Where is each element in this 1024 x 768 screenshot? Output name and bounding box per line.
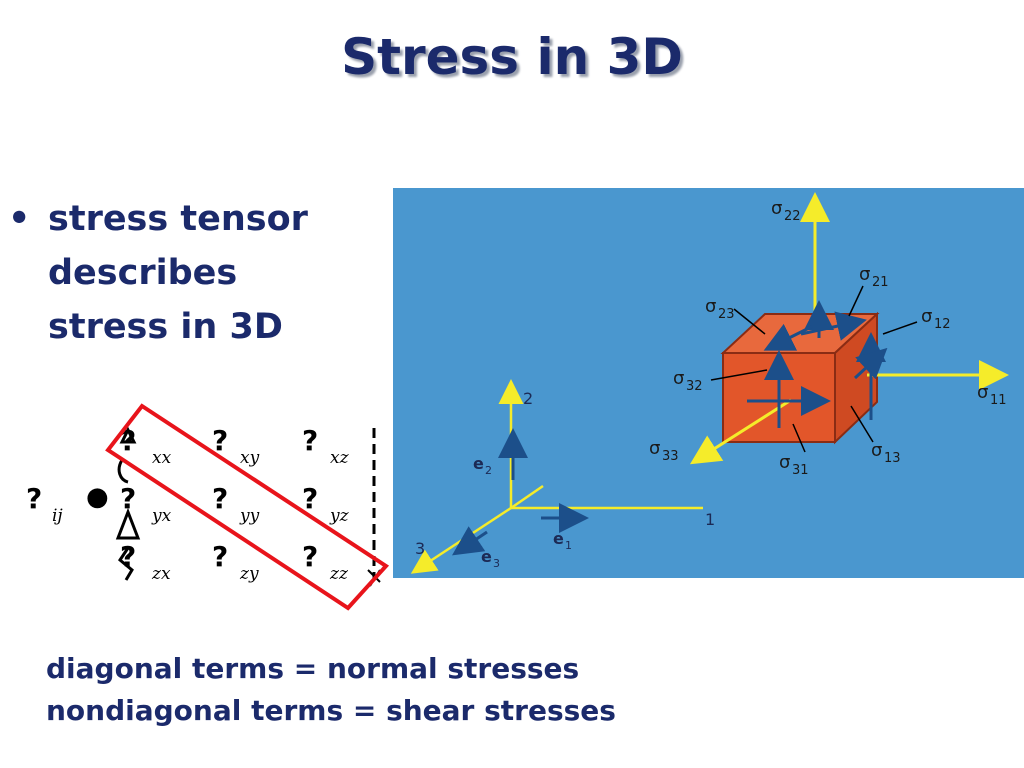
sigma-xy-glyph: ?: [212, 424, 229, 457]
sigma21-symbol: σ: [859, 264, 870, 285]
footer-notes: diagonal terms = normal stresses nondiag…: [46, 648, 616, 732]
sigma31-symbol: σ: [779, 452, 790, 473]
left-bracket-glyphs: [115, 426, 141, 581]
sigma-zz-glyph: ?: [302, 540, 319, 573]
sigma11-symbol: σ: [977, 382, 988, 403]
sub-xy: xy: [240, 448, 260, 468]
sigma-yz-glyph: ?: [302, 482, 319, 515]
stress-cube-svg: 1 2 3 e 1 e 2 e 3: [410, 192, 1009, 574]
slide-title: Stress in 3D: [341, 28, 683, 86]
e3-label: e: [481, 547, 492, 566]
equals-dot: ●: [86, 482, 109, 512]
sigma31-sub: 31: [792, 463, 809, 478]
sub-zy: zy: [240, 564, 259, 584]
sub-yx: yx: [152, 506, 172, 526]
sub-xx: xx: [152, 448, 172, 468]
sigma-yy-glyph: ?: [212, 482, 229, 515]
sigma-yx-glyph: ?: [120, 482, 137, 515]
sigma12-sub: 12: [934, 317, 951, 332]
sigma13-symbol: σ: [871, 440, 882, 461]
footer-line-2: nondiagonal terms = shear stresses: [46, 694, 616, 727]
sub-yy: yy: [240, 506, 260, 526]
e3-arrow: [452, 526, 488, 556]
sigma-zx-glyph: ?: [120, 540, 137, 573]
sigma32-symbol: σ: [673, 368, 684, 389]
sigma23-symbol: σ: [705, 296, 716, 317]
sigma23-sub: 23: [718, 307, 735, 322]
lhs-sigma-glyph: ?: [26, 482, 43, 515]
sub-yz: yz: [330, 506, 349, 526]
sigma33-arrow: [689, 398, 792, 465]
sigma-zy-glyph: ?: [212, 540, 229, 573]
diagonal-highlight-box: [105, 403, 390, 611]
bullet-line-2: describes: [48, 253, 238, 293]
sigma13-sub: 13: [884, 451, 901, 466]
sub-zz: zz: [330, 564, 348, 584]
axis-1-label: 1: [705, 510, 715, 529]
stress-tensor-matrix: ? ij ● ? xx ? xy ? xz ? yx ? yy ? yz ? z…: [20, 400, 390, 615]
axis-3-label: 3: [415, 539, 425, 558]
sigma32-sub: 32: [686, 379, 703, 394]
sigma12-symbol: σ: [921, 306, 932, 327]
stress-cube-diagram: 1 2 3 e 1 e 2 e 3: [393, 188, 1024, 578]
sigma22-symbol: σ: [771, 198, 782, 219]
sub-xz: xz: [330, 448, 349, 468]
sigma33-symbol: σ: [649, 438, 660, 459]
bullet-line-3: stress in 3D: [48, 307, 283, 347]
e1-sub: 1: [565, 539, 572, 552]
sigma33-sub: 33: [662, 449, 679, 464]
sigma11-sub: 11: [990, 393, 1007, 408]
lhs-subscript: ij: [52, 506, 63, 526]
sigma21-sub: 21: [872, 275, 889, 290]
e1-label: e: [553, 529, 564, 548]
bullet-line-1: stress tensor: [48, 199, 308, 239]
e2-sub: 2: [485, 464, 492, 477]
sigma-xz-glyph: ?: [302, 424, 319, 457]
axis-2-label: 2: [523, 389, 533, 408]
sub-zx: zx: [152, 564, 171, 584]
e2-label: e: [473, 454, 484, 473]
bullet-point: • stress tensor describes stress in 3D: [8, 192, 378, 354]
footer-line-1: diagonal terms = normal stresses: [46, 652, 580, 685]
sigma22-sub: 22: [784, 209, 801, 224]
e3-sub: 3: [493, 557, 500, 570]
bullet-marker: •: [8, 199, 31, 239]
